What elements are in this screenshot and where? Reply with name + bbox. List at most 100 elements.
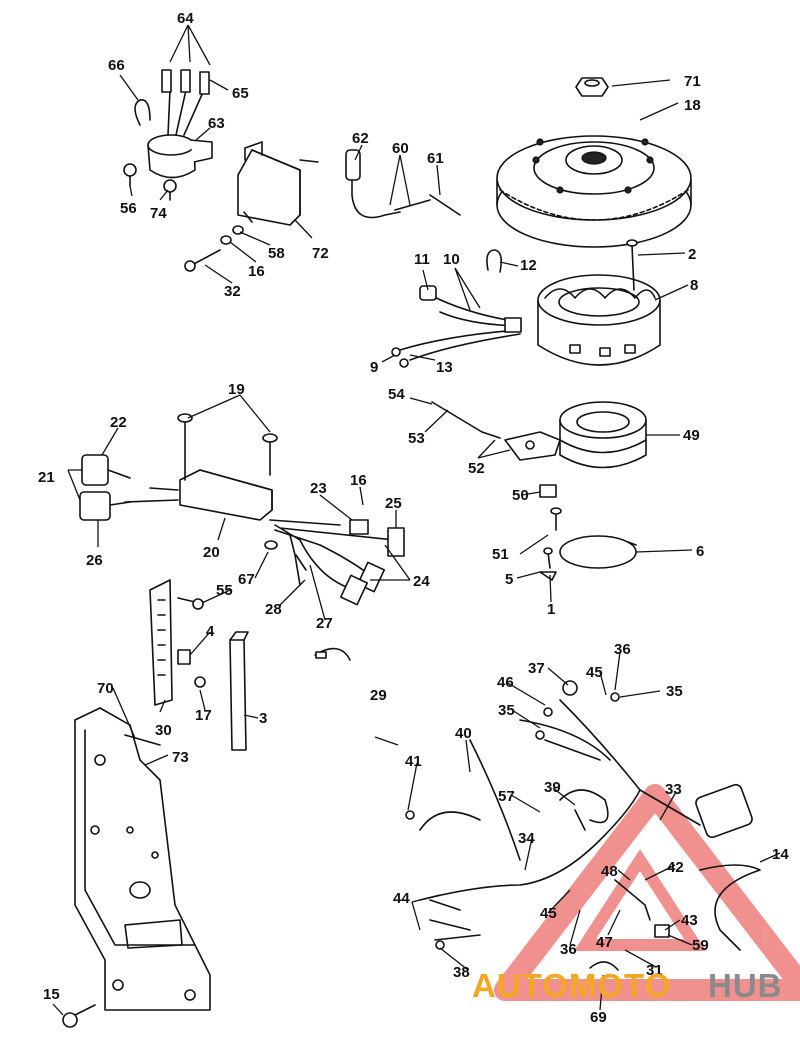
callout-6: 6 <box>696 543 704 560</box>
callout-58: 58 <box>268 245 285 262</box>
callout-21: 21 <box>38 469 55 486</box>
callout-labels: 64 66 65 71 18 63 62 60 61 56 74 58 72 1… <box>38 10 789 1026</box>
watermark-triangle <box>494 784 800 1001</box>
callout-64: 64 <box>177 10 194 27</box>
callout-66: 66 <box>108 57 125 74</box>
callout-17: 17 <box>195 707 212 724</box>
callout-56: 56 <box>120 200 137 217</box>
callout-40: 40 <box>455 725 472 742</box>
flywheel <box>496 135 692 248</box>
callout-48: 48 <box>601 863 618 880</box>
callout-18: 18 <box>684 97 701 114</box>
callout-61: 61 <box>427 150 444 167</box>
callout-27: 27 <box>316 615 333 632</box>
callout-35b: 35 <box>498 702 515 719</box>
callout-57: 57 <box>498 788 515 805</box>
flywheel-nut <box>575 77 609 97</box>
callout-71: 71 <box>684 73 701 90</box>
screws-19 <box>177 413 278 481</box>
mounting-bracket <box>74 707 211 1011</box>
callout-72: 72 <box>312 245 329 262</box>
callout-19: 19 <box>228 381 245 398</box>
ignition-coil <box>237 141 319 226</box>
stator-screw <box>626 239 638 291</box>
rectifier <box>147 69 213 179</box>
stator <box>537 274 661 366</box>
callout-52: 52 <box>468 460 485 477</box>
callout-30: 30 <box>155 722 172 739</box>
clip-66 <box>134 99 151 126</box>
callout-49: 49 <box>683 427 700 444</box>
screw-32 <box>184 249 221 272</box>
callout-51: 51 <box>492 546 509 563</box>
callout-59: 59 <box>692 937 709 954</box>
callout-32: 32 <box>224 283 241 300</box>
callout-50: 50 <box>512 487 529 504</box>
callout-74: 74 <box>150 205 167 222</box>
callout-53: 53 <box>408 430 425 447</box>
callout-3: 3 <box>259 710 267 727</box>
callout-44: 44 <box>393 890 410 907</box>
callout-37: 37 <box>528 660 545 677</box>
callout-23: 23 <box>310 480 327 497</box>
callout-45: 45 <box>586 664 603 681</box>
callout-22: 22 <box>110 414 127 431</box>
wiring-harness <box>405 680 761 971</box>
callout-65: 65 <box>232 85 249 102</box>
callout-42: 42 <box>667 859 684 876</box>
callout-16: 16 <box>248 263 265 280</box>
screw-15 <box>62 1004 96 1028</box>
callout-63: 63 <box>208 115 225 132</box>
callout-29: 29 <box>370 687 387 704</box>
washers <box>220 225 244 245</box>
callout-31: 31 <box>646 962 663 979</box>
clip-29 <box>314 647 351 661</box>
sensor-plate-50 <box>539 484 557 498</box>
callout-33: 33 <box>665 781 682 798</box>
retaining-ring <box>559 535 637 569</box>
screw-56-74 <box>123 163 177 201</box>
callout-4: 4 <box>206 623 215 640</box>
callout-8: 8 <box>690 277 698 294</box>
watermark-left-text: AUTOMOTO <box>472 967 671 1004</box>
callout-9: 9 <box>370 359 378 376</box>
callout-35: 35 <box>666 683 683 700</box>
sensor-54 <box>431 401 501 439</box>
connectors-21 <box>79 454 131 521</box>
callout-2: 2 <box>688 246 696 263</box>
callout-1: 1 <box>547 601 555 618</box>
clip-12 <box>486 249 502 273</box>
callout-41: 41 <box>405 753 422 770</box>
callout-36b: 36 <box>560 941 577 958</box>
terminal-block <box>149 579 206 706</box>
callout-14: 14 <box>772 846 789 863</box>
callout-67: 67 <box>238 571 255 588</box>
ground-bar-3 <box>229 631 249 751</box>
harness-24 <box>269 519 405 606</box>
callout-12: 12 <box>520 257 537 274</box>
callout-60: 60 <box>392 140 409 157</box>
callout-24: 24 <box>413 573 430 590</box>
callout-43: 43 <box>681 912 698 929</box>
leader-lines <box>52 24 781 1016</box>
callout-16b: 16 <box>350 472 367 489</box>
washer-67 <box>264 540 278 550</box>
power-pack <box>124 469 273 521</box>
callout-46: 46 <box>497 674 514 691</box>
callout-26: 26 <box>86 552 103 569</box>
callout-34: 34 <box>518 830 535 847</box>
callout-25: 25 <box>385 495 402 512</box>
callout-69: 69 <box>590 1009 607 1026</box>
screws-51-5 <box>539 507 562 581</box>
callout-36: 36 <box>614 641 631 658</box>
callout-28: 28 <box>265 601 282 618</box>
callout-70: 70 <box>97 680 114 697</box>
callout-11: 11 <box>414 251 430 268</box>
timer-base <box>504 401 647 469</box>
callout-15: 15 <box>43 986 60 1003</box>
stator-leads <box>391 285 522 368</box>
watermark-right-text: HUB <box>708 967 783 1004</box>
callout-73: 73 <box>172 749 189 766</box>
callout-47: 47 <box>596 934 613 951</box>
